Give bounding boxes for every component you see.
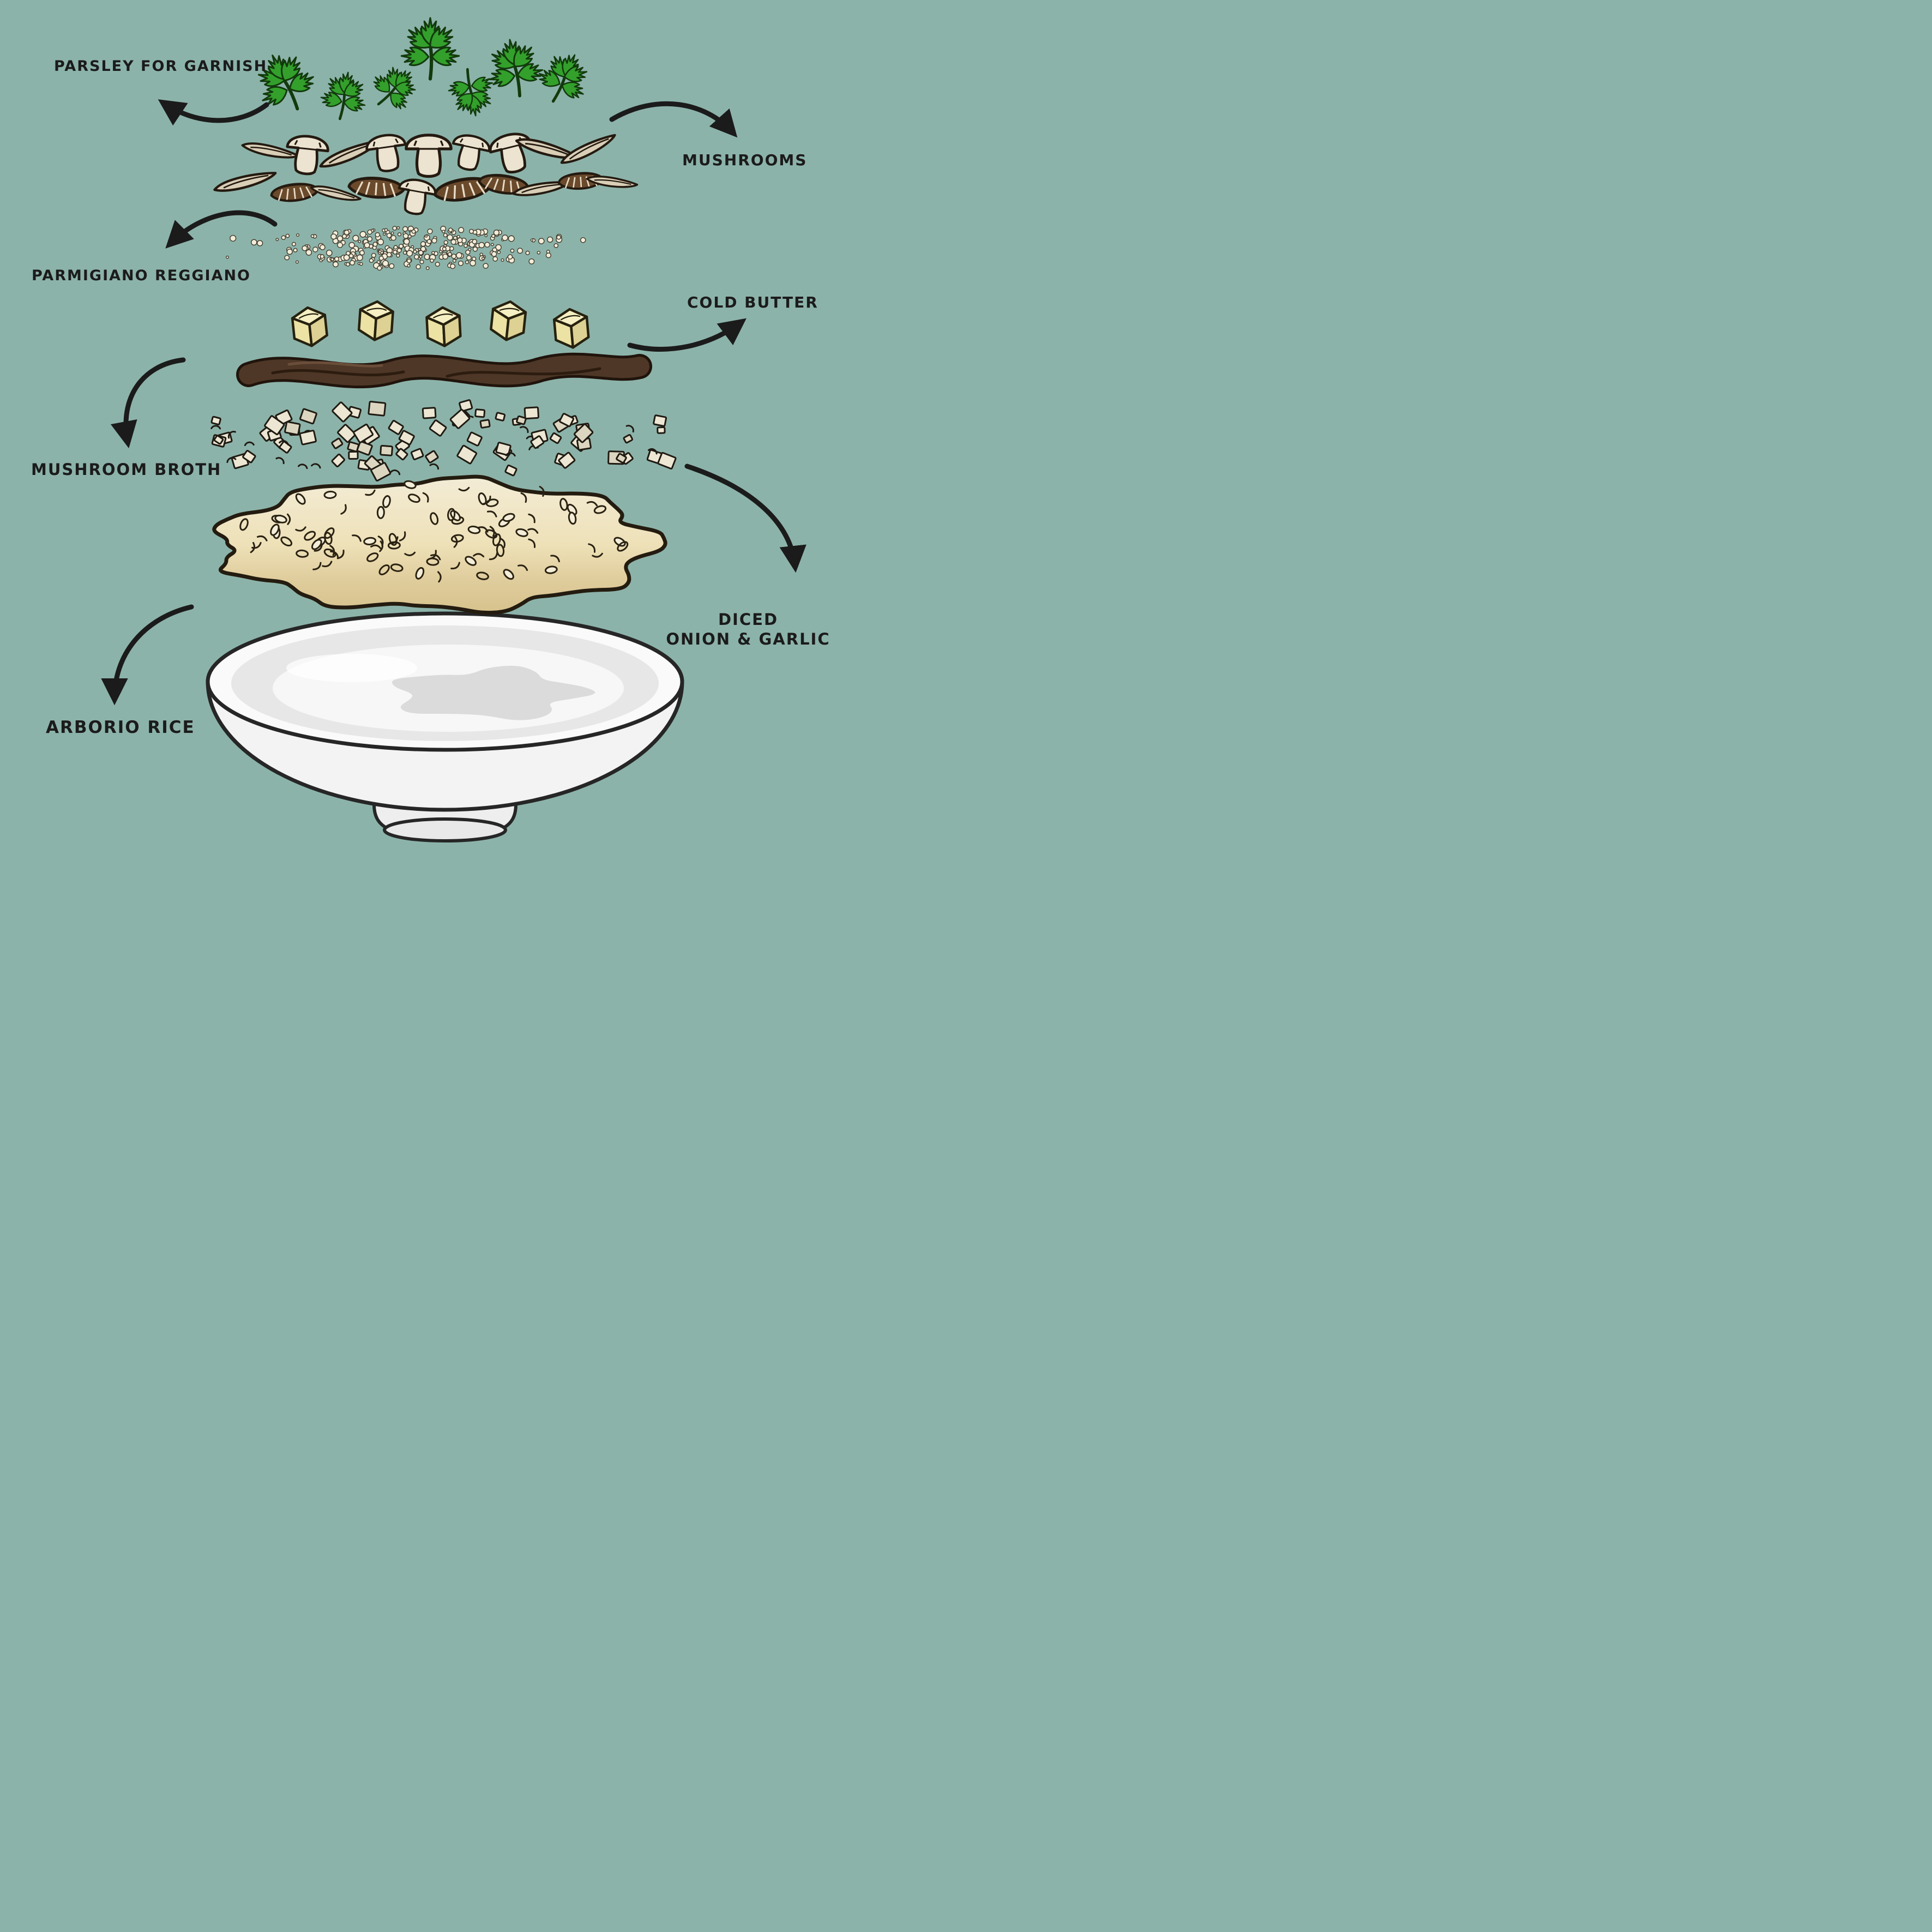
- illustration: [101, 17, 806, 842]
- label-mushroom-broth: Mushroom Broth: [31, 460, 222, 479]
- risotto-ingredients-diagram: Parsley for Garnish Mushrooms Parmigiano…: [0, 0, 842, 842]
- diced-onion-garlic: [210, 399, 677, 482]
- parmesan-sprinkle: [225, 225, 586, 271]
- arrow-cold-butter: [627, 318, 747, 352]
- arrow-parmigiano: [165, 210, 278, 249]
- label-diced-line1: Diced: [718, 610, 779, 629]
- arrow-parsley: [158, 99, 269, 126]
- label-parmigiano-reggiano: Parmigiano Reggiano: [32, 267, 251, 284]
- label-parsley-for-garnish: Parsley for Garnish: [54, 58, 268, 75]
- plate: [206, 611, 684, 842]
- parsley-sprigs: [257, 17, 588, 121]
- rice-mound: [212, 474, 667, 615]
- label-diced-line2: Onion & Garlic: [666, 630, 830, 649]
- label-mushrooms: Mushrooms: [682, 151, 808, 169]
- arrow-diced-onion: [684, 464, 806, 573]
- arrow-arborio-rice: [101, 604, 194, 706]
- label-arborio-rice: Arborio Rice: [46, 718, 195, 737]
- label-cold-butter: Cold Butter: [687, 293, 818, 311]
- arrow-mushroom-broth: [110, 357, 186, 449]
- mushroom-slices: [213, 133, 639, 215]
- broth-drizzle: [236, 352, 652, 389]
- arrow-mushrooms: [609, 101, 738, 138]
- label-diced-onion-garlic: Diced Onion & Garlic: [652, 610, 842, 649]
- butter-cubes: [291, 300, 590, 349]
